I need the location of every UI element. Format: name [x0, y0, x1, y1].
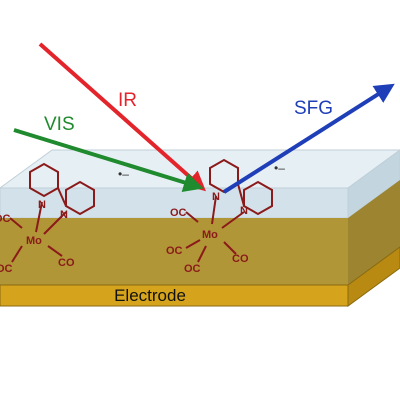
mo-complex-center-labels: N N Mo OC OC OC CO — [166, 191, 249, 275]
oc-ligand-label: OC — [0, 213, 11, 225]
sfg-beam-arrow — [222, 83, 395, 194]
oc-ligand-label: OC — [184, 263, 201, 275]
co-ligand-label: CO — [232, 253, 249, 265]
electrode-label: Electrode — [114, 286, 186, 305]
vis-beam-arrow — [13, 128, 204, 193]
electrode-layer: Electrode — [0, 246, 400, 307]
mo-complex-left-labels: N N Mo OC OC CO — [0, 199, 75, 275]
nitrogen-label: N — [212, 191, 220, 203]
ir-beam-arrow — [38, 42, 206, 192]
mo-complex-left — [9, 162, 95, 263]
electron-symbol: •– — [118, 167, 129, 181]
ir-beam-label: IR — [118, 90, 137, 111]
co-ligand-label: CO — [58, 257, 75, 269]
molybdenum-label: Mo — [202, 229, 218, 241]
sfg-beam-label: SFG — [294, 98, 333, 119]
mo-complex-center — [185, 158, 273, 263]
electrolyte-layer — [0, 149, 400, 219]
nitrogen-label: N — [38, 199, 46, 211]
electron-symbol: •– — [274, 161, 285, 175]
vis-beam-label: VIS — [44, 114, 75, 135]
nitrogen-label: N — [240, 205, 248, 217]
oc-ligand-label: OC — [166, 245, 183, 257]
nitrogen-label: N — [60, 209, 68, 221]
molecular-film-layer — [0, 180, 400, 285]
molybdenum-label: Mo — [26, 235, 42, 247]
oc-ligand-label: OC — [170, 207, 187, 219]
oc-ligand-label: OC — [0, 263, 13, 275]
